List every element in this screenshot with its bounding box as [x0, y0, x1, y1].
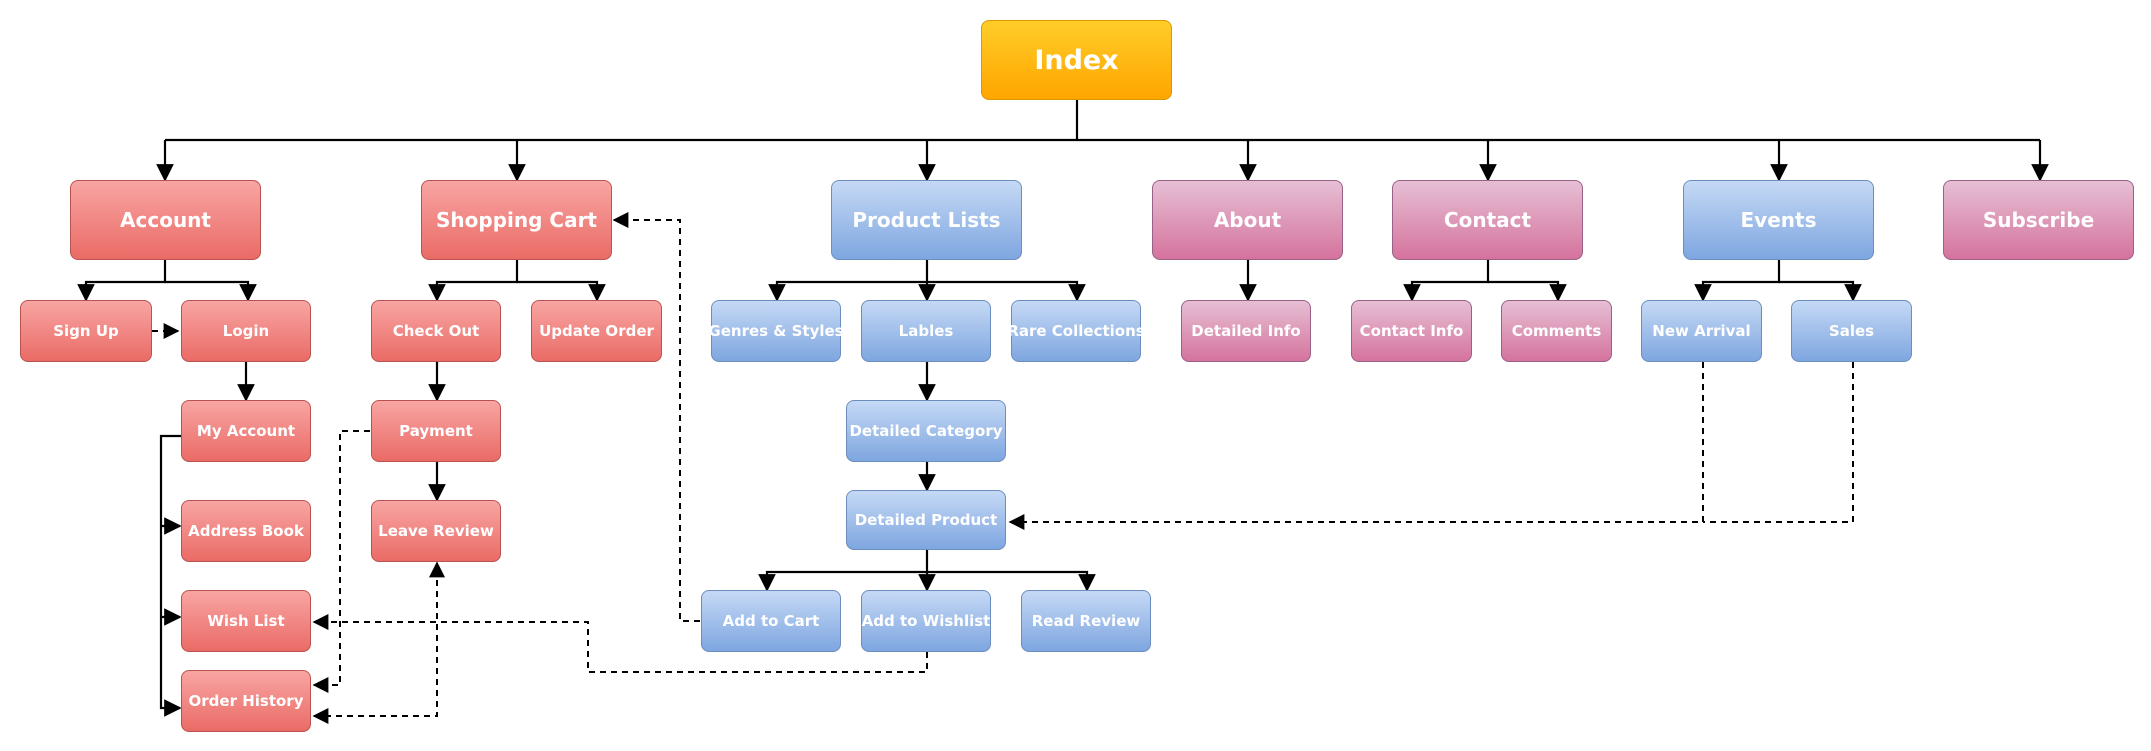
edge-payment-order-history: [312, 430, 370, 693]
node-order-history[interactable]: Order History: [181, 670, 311, 732]
edge-contact-comments: [1488, 280, 1567, 302]
edge-account-bus: [77, 260, 167, 302]
node-payment[interactable]: Payment: [371, 400, 501, 462]
node-contact-info[interactable]: Contact Info: [1351, 300, 1472, 362]
edge-account-login: [165, 280, 257, 302]
edge-my-account-list: [159, 434, 182, 717]
edge-cart-update-order: [517, 280, 606, 302]
node-product-lists[interactable]: Product Lists: [831, 180, 1022, 260]
node-index[interactable]: Index: [981, 20, 1172, 100]
edge-contact-bus: [1403, 260, 1490, 302]
node-about[interactable]: About: [1152, 180, 1343, 260]
node-rare-collections[interactable]: Rare Collections: [1007, 300, 1145, 362]
edge-order-history-leave-review: [312, 561, 445, 724]
edge-events-sales: [1779, 280, 1862, 302]
edge-products-rare: [927, 280, 1086, 302]
node-leave-review[interactable]: Leave Review: [371, 500, 501, 562]
node-wish-list[interactable]: Wish List: [181, 590, 311, 652]
edge-product-bus: [758, 550, 929, 592]
edge-wishlist-wish-list: [312, 614, 928, 673]
node-comments[interactable]: Comments: [1501, 300, 1612, 362]
node-detailed-product[interactable]: Detailed Product: [846, 490, 1006, 550]
node-read-review[interactable]: Read Review: [1021, 590, 1151, 652]
node-account[interactable]: Account: [70, 180, 261, 260]
node-lables[interactable]: Lables: [861, 300, 991, 362]
node-check-out[interactable]: Check Out: [371, 300, 501, 362]
edge-new-arrival-detailed-product: [1008, 362, 1704, 530]
node-add-to-wishlist[interactable]: Add to Wishlist: [861, 590, 991, 652]
node-address-book[interactable]: Address Book: [181, 500, 311, 562]
node-my-account[interactable]: My Account: [181, 400, 311, 462]
node-sign-up[interactable]: Sign Up: [20, 300, 152, 362]
node-events[interactable]: Events: [1683, 180, 1874, 260]
node-detailed-info[interactable]: Detailed Info: [1181, 300, 1311, 362]
node-login[interactable]: Login: [181, 300, 311, 362]
edge-add-to-cart-shopping-cart: [612, 212, 700, 622]
edge-products-bus: [768, 260, 929, 302]
node-subscribe[interactable]: Subscribe: [1943, 180, 2134, 260]
edge-events-bus: [1694, 260, 1781, 302]
node-genres-styles[interactable]: Genres & Styles: [708, 300, 844, 362]
edge-cart-bus: [428, 260, 519, 302]
node-sales[interactable]: Sales: [1791, 300, 1912, 362]
node-shopping-cart[interactable]: Shopping Cart: [421, 180, 612, 260]
node-add-to-cart[interactable]: Add to Cart: [701, 590, 841, 652]
node-detailed-category[interactable]: Detailed Category: [846, 400, 1006, 462]
node-contact[interactable]: Contact: [1392, 180, 1583, 260]
edge-sales-detailed-product: [1703, 362, 1854, 523]
node-update-order[interactable]: Update Order: [531, 300, 662, 362]
node-new-arrival[interactable]: New Arrival: [1641, 300, 1762, 362]
edge-product-read-review: [927, 570, 1096, 592]
